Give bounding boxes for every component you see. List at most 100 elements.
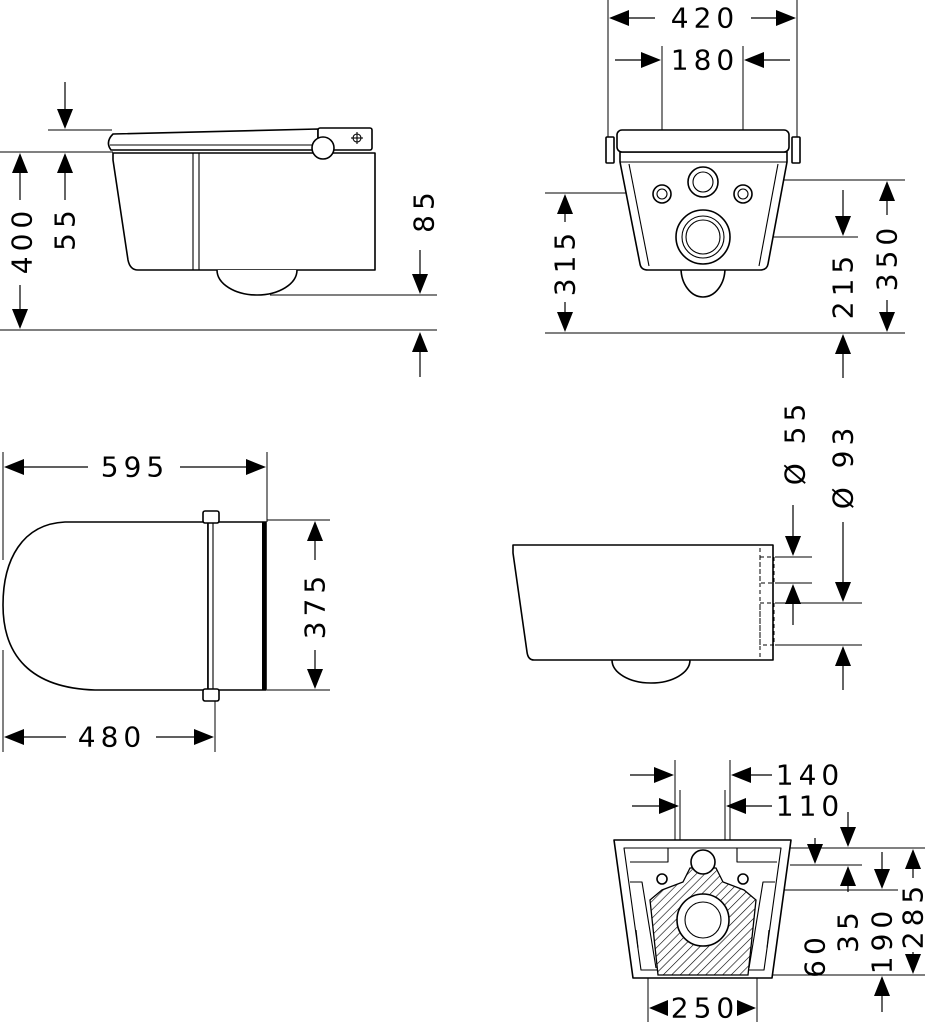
label-140: 140 <box>776 759 844 792</box>
bowl-inner-right <box>758 163 779 267</box>
label-285: 285 <box>897 881 930 949</box>
hinge-left <box>605 136 615 164</box>
arrow-head <box>807 844 823 864</box>
dimension-arrow <box>874 852 890 889</box>
dimension-arrow <box>744 52 790 68</box>
arrow-head <box>785 584 801 604</box>
outlet-outer <box>675 209 731 265</box>
bowl-plan <box>2 521 209 691</box>
arrow-head <box>840 866 856 886</box>
back-edge <box>262 522 266 690</box>
frame-inner-outline <box>623 847 782 971</box>
arrow-head <box>776 10 796 26</box>
arrow-head <box>835 216 851 236</box>
arrow-head <box>835 646 851 666</box>
arrow-head <box>412 332 428 352</box>
dimension-arrow <box>12 153 28 200</box>
label-front-outlet-height: 215 <box>827 251 860 319</box>
dimension-arrow <box>905 952 921 974</box>
dimension-arrow <box>4 459 88 475</box>
arrow-head <box>659 798 679 814</box>
frame-tick-left <box>635 929 639 949</box>
label-60: 60 <box>799 932 832 978</box>
dimension-arrow <box>630 767 674 783</box>
hinge-top <box>202 510 220 524</box>
dimension-labels: 400 55 85 420 180 315 215 350 595 480 37… <box>6 2 930 1024</box>
label-width-overall: 420 <box>671 2 739 35</box>
label-side-outlet-height: 85 <box>408 187 441 233</box>
dimension-arrow <box>879 300 895 332</box>
bowl-side-connection <box>512 544 774 661</box>
connection-view <box>512 544 862 684</box>
arrow-head <box>726 798 746 814</box>
dimension-arrow <box>12 285 28 329</box>
arrow-head <box>731 767 751 783</box>
dimension-arrow <box>412 332 428 377</box>
frame-view-arrows <box>630 767 921 1016</box>
label-250: 250 <box>671 992 739 1024</box>
label-height-overall: 400 <box>6 206 39 274</box>
frame-tick-right <box>766 929 770 949</box>
dimension-arrow <box>156 729 214 745</box>
arrow-head <box>874 976 890 996</box>
side-view <box>0 127 437 331</box>
arrow-head <box>246 459 266 475</box>
arrow-head <box>835 582 851 602</box>
dimension-arrow <box>557 194 573 222</box>
dimension-arrow <box>835 190 851 236</box>
dimension-arrow <box>751 10 796 26</box>
seat-lid <box>107 128 319 151</box>
dimension-arrow <box>835 522 851 602</box>
dimension-arrow <box>785 505 801 556</box>
arrow-head <box>412 274 428 294</box>
seat-front <box>616 129 790 153</box>
label-fixing-spacing: 180 <box>671 44 739 77</box>
mounting-hole-right <box>733 184 753 204</box>
frame-view <box>613 760 925 1022</box>
mounting-hole-left-inner <box>656 188 668 200</box>
arrow-head <box>12 309 28 329</box>
arrow-head <box>744 52 764 68</box>
arrow-head <box>879 181 895 201</box>
dimension-arrow <box>840 812 856 847</box>
mounting-hole-right-inner <box>737 188 749 200</box>
bowl-body-side <box>112 152 376 271</box>
connection-view-arrows <box>785 505 851 690</box>
outlet-opening-inner <box>684 901 722 939</box>
dimension-arrow <box>807 838 823 864</box>
hinge-right <box>791 136 801 164</box>
arrow-head <box>879 312 895 332</box>
front-view-arrows <box>557 10 895 378</box>
outlet-core <box>685 219 721 255</box>
arrow-head <box>654 767 674 783</box>
arrow-head <box>194 729 214 745</box>
water-inlet <box>687 166 719 198</box>
label-projection: 480 <box>78 721 146 754</box>
frame-bracket-left-top <box>624 847 669 863</box>
label-110: 110 <box>776 790 844 823</box>
top-view-arrows <box>4 459 323 745</box>
dimension-arrow <box>615 52 661 68</box>
side-view-arrows <box>12 82 428 377</box>
label-top-height: 350 <box>871 223 904 291</box>
frame-strut-right <box>748 881 775 969</box>
arrow-head <box>557 194 573 214</box>
label-outlet-diameter: Ø 93 <box>827 423 860 510</box>
dimension-arrow <box>57 82 73 129</box>
dimension-arrow <box>412 250 428 294</box>
label-width: 375 <box>299 571 332 639</box>
label-35: 35 <box>832 907 865 953</box>
label-seat-offset: 55 <box>49 205 82 251</box>
dimension-arrow <box>835 646 851 690</box>
arrow-head <box>737 1000 756 1016</box>
arrow-head <box>905 849 921 869</box>
arrow-head <box>609 10 629 26</box>
arrow-head <box>4 459 24 475</box>
dimension-arrow <box>905 849 921 878</box>
outlet-bulge-front <box>680 267 726 298</box>
top-view <box>2 452 330 752</box>
inlet-opening <box>690 849 716 875</box>
inlet-pipe <box>759 556 775 584</box>
dimension-arrows <box>4 10 921 1016</box>
dimension-arrow <box>180 459 266 475</box>
